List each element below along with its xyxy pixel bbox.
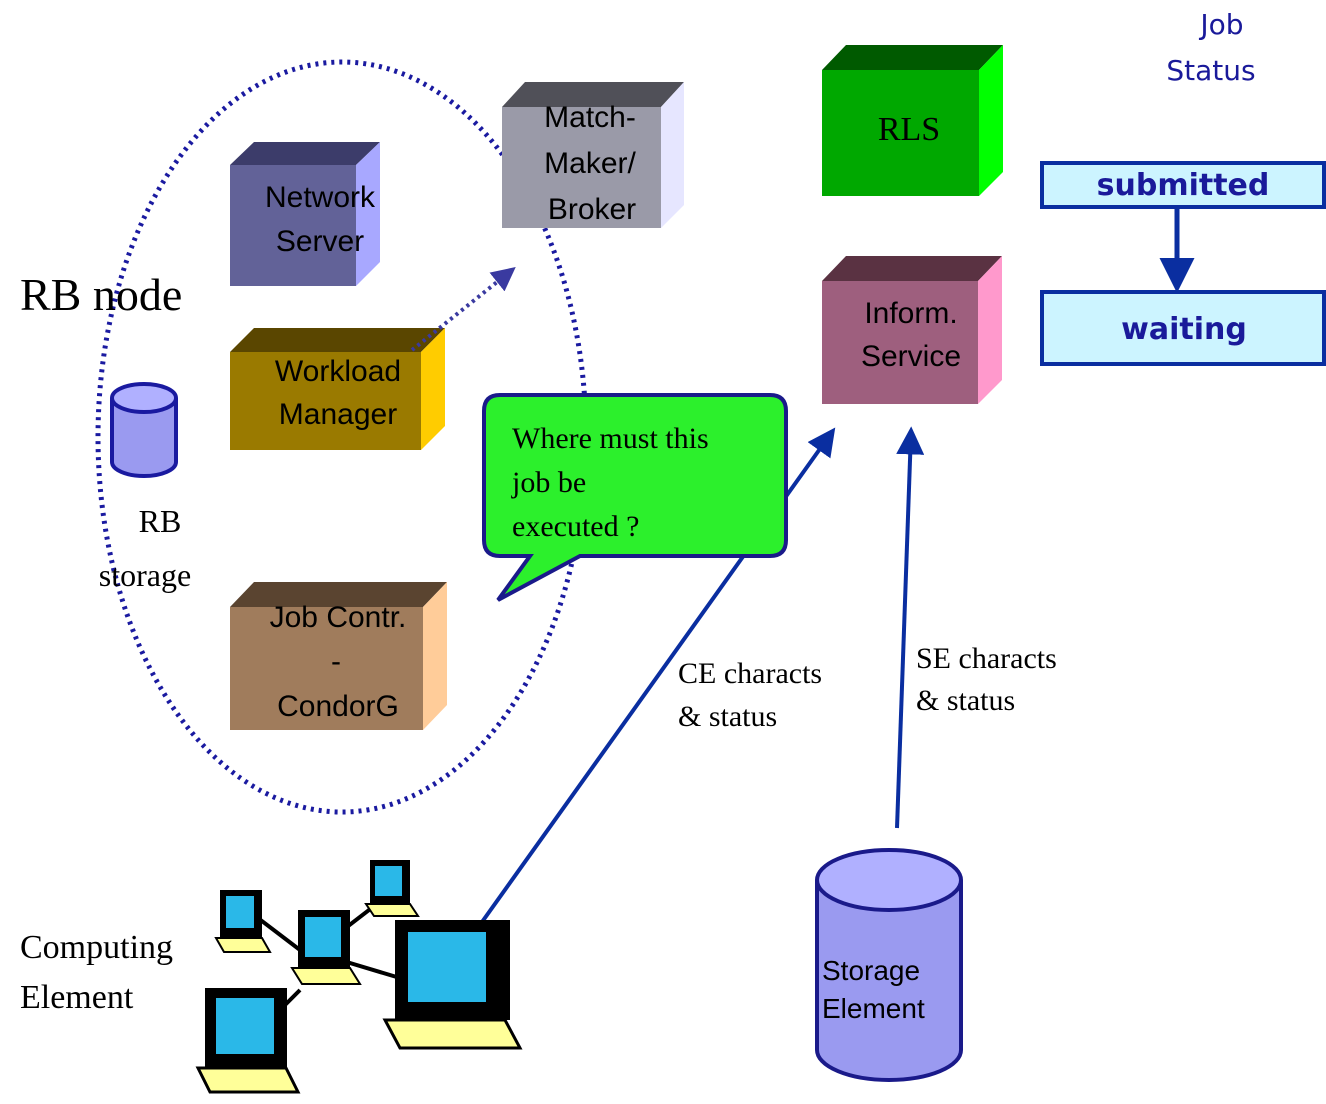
matchmaker-line3: Broker bbox=[548, 193, 636, 226]
workload-to-matchmaker-arrow bbox=[410, 267, 516, 352]
computing-element-line1: Computing bbox=[20, 929, 173, 966]
where-executed-callout: Where must this job be executed ? bbox=[482, 393, 788, 602]
computing-element-cluster[interactable] bbox=[195, 860, 523, 1094]
job-controller-block[interactable]: Job Contr. - CondorG bbox=[230, 582, 447, 730]
workload-manager-line1: Workload bbox=[275, 355, 401, 388]
network-server-block[interactable]: Network Server bbox=[230, 142, 380, 286]
job-controller-line1: Job Contr. bbox=[270, 601, 407, 634]
rb-storage-line1: RB bbox=[139, 503, 182, 539]
job-controller-line2: - bbox=[331, 645, 341, 678]
se-link-line1: SE characts bbox=[916, 642, 1057, 675]
computer-icon bbox=[364, 860, 420, 917]
computer-icon bbox=[382, 920, 523, 1050]
job-status-heading-line1: Job bbox=[1198, 8, 1243, 41]
storage-element-cylinder[interactable]: Storage Element bbox=[815, 848, 963, 1082]
ce-link-line1: CE characts bbox=[678, 657, 822, 690]
storage-element-line2: Element bbox=[822, 993, 925, 1024]
status-box-submitted: submitted bbox=[1040, 161, 1326, 209]
callout-line3: executed ? bbox=[512, 510, 639, 543]
workload-manager-block[interactable]: Workload Manager bbox=[230, 328, 445, 450]
status-box-waiting: waiting bbox=[1040, 290, 1326, 366]
rls-block[interactable]: RLS bbox=[822, 45, 1003, 196]
status-waiting-label: waiting bbox=[1121, 312, 1247, 347]
status-submitted-label: submitted bbox=[1097, 168, 1270, 203]
se-to-information-service-arrow bbox=[895, 426, 925, 829]
callout-line1: Where must this bbox=[512, 422, 709, 455]
rb-storage-line2: storage bbox=[99, 557, 191, 593]
network-server-line1: Network bbox=[265, 181, 376, 214]
matchmaker-line1: Match- bbox=[544, 101, 636, 134]
computer-icon bbox=[290, 910, 362, 985]
se-link-line2: & status bbox=[916, 684, 1015, 717]
rb-storage-cylinder[interactable] bbox=[110, 382, 178, 478]
matchmaker-broker-block[interactable]: Match- Maker/ Broker bbox=[502, 82, 684, 228]
computer-icon bbox=[214, 890, 272, 953]
computing-element-line2: Element bbox=[20, 979, 134, 1016]
rb-node-title: RB node bbox=[20, 269, 182, 320]
network-server-line2: Server bbox=[276, 225, 364, 258]
storage-element-line1: Storage bbox=[822, 955, 920, 986]
ce-link-line2: & status bbox=[678, 700, 777, 733]
callout-line2: job be bbox=[511, 466, 586, 499]
job-controller-line3: CondorG bbox=[277, 690, 399, 723]
computer-icon bbox=[195, 988, 301, 1094]
information-service-block[interactable]: Inform. Service bbox=[822, 256, 1002, 404]
rls-label: RLS bbox=[878, 111, 940, 148]
information-service-line2: Service bbox=[861, 340, 961, 373]
information-service-line1: Inform. bbox=[864, 297, 957, 330]
job-status-heading-line2: Status bbox=[1166, 54, 1255, 87]
workload-manager-line2: Manager bbox=[279, 398, 397, 431]
matchmaker-line2: Maker/ bbox=[544, 147, 636, 180]
